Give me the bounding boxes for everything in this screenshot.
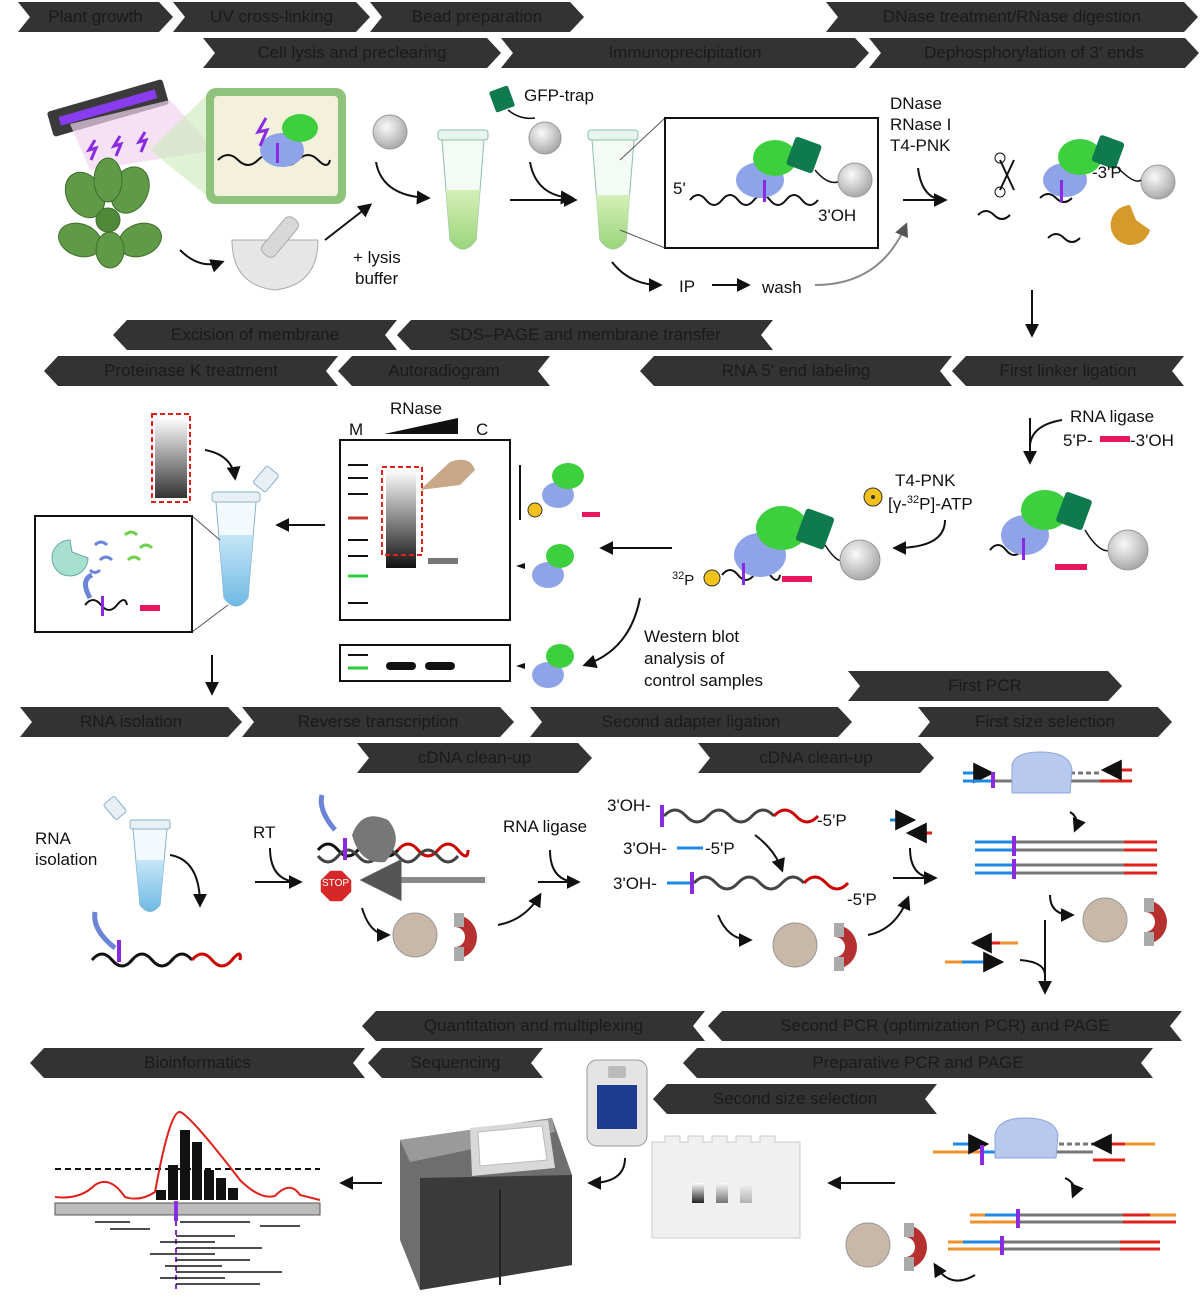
stage-first-pcr: First PCR bbox=[848, 671, 1122, 701]
label-three-oh: 3'OH bbox=[818, 206, 857, 225]
second-primers-icon bbox=[945, 932, 1018, 973]
second-pcr-products-icon bbox=[948, 1209, 1176, 1255]
label-p5-bot: -5'P bbox=[847, 890, 877, 909]
label-lysis-buffer-2: buffer bbox=[355, 269, 399, 288]
label-rnase-i: RNase I bbox=[890, 115, 952, 134]
label-gfp-trap: GFP-trap bbox=[524, 86, 594, 105]
stage-dephosphorylation: Dephosphorylation of 3' ends bbox=[869, 38, 1199, 68]
label-lysis-buffer-1: + lysis bbox=[353, 248, 401, 267]
label-ip: IP bbox=[679, 277, 696, 296]
excised-membrane-icon bbox=[151, 413, 191, 503]
label-rna-ligase: RNA ligase bbox=[1070, 407, 1155, 426]
linker-complex-icon bbox=[989, 490, 1149, 571]
labeled-complex-icon bbox=[703, 506, 881, 587]
label-three-p: -3'P bbox=[1092, 163, 1122, 182]
stage-bead-preparation: Bead preparation bbox=[370, 2, 584, 32]
label-atp: [γ-32P]-ATP bbox=[888, 494, 973, 514]
radioactive-icon bbox=[863, 487, 883, 507]
stage-rna-5-labeling: RNA 5' end labeling bbox=[640, 356, 952, 386]
first-pcr-icon bbox=[963, 751, 1132, 794]
digested-complex-icon bbox=[977, 135, 1176, 245]
stage-first-size-selection: First size selection bbox=[918, 707, 1172, 737]
mortar-icon bbox=[231, 216, 319, 291]
stage-sds-page: SDS–PAGE and membrane transfer bbox=[397, 320, 773, 350]
label-oh-mid: 3'OH- bbox=[623, 839, 667, 858]
label-t4-pnk: T4-PNK bbox=[890, 136, 951, 155]
stage-preparative-pcr: Preparative PCR and PAGE bbox=[683, 1048, 1153, 1078]
label-oh-bot: 3'OH- bbox=[613, 874, 657, 893]
blue-tube-icon bbox=[211, 465, 279, 607]
label-five-prime: 5' bbox=[673, 179, 686, 198]
label-wash: wash bbox=[762, 278, 802, 297]
magnetic-beads-icon-4 bbox=[845, 1222, 927, 1271]
stage-second-pcr: Second PCR (optimization PCR) and PAGE bbox=[708, 1011, 1182, 1041]
sequencer-icon bbox=[400, 1118, 572, 1290]
magnetic-beads-icon-2 bbox=[772, 922, 857, 971]
label-p5-mid: -5'P bbox=[705, 839, 735, 858]
tube-2-icon bbox=[587, 129, 639, 250]
label-rna-ligase-2: RNA ligase bbox=[503, 817, 588, 836]
stage-dnase-rnase: DNase treatment/RNase digestion bbox=[826, 2, 1198, 32]
bead-icon bbox=[372, 114, 408, 150]
primers-icon bbox=[890, 809, 932, 844]
linker-icon bbox=[1100, 436, 1130, 442]
stage-bioinformatics: Bioinformatics bbox=[30, 1048, 365, 1078]
stage-uv-crosslinking: UV cross-linking bbox=[173, 2, 370, 32]
ip-complex-box bbox=[664, 117, 879, 249]
label-linker-3oh: -3'OH bbox=[1130, 431, 1174, 450]
stage-sequencing: Sequencing bbox=[368, 1048, 543, 1078]
gfp-trap-icon bbox=[489, 85, 562, 155]
stage-cdna-cleanup-2: cDNA clean-up bbox=[698, 743, 934, 773]
stage-reverse-transcription: Reverse transcription bbox=[242, 707, 514, 737]
label-oh-top: 3'OH- bbox=[607, 796, 651, 815]
pcr-products-icon bbox=[975, 836, 1157, 879]
label-gel-rnase: RNase bbox=[390, 399, 442, 418]
label-western-2: analysis of bbox=[644, 649, 725, 668]
label-stop: STOP bbox=[322, 878, 350, 889]
stage-quantitation: Quantitation and multiplexing bbox=[362, 1011, 705, 1041]
stage-first-linker: First linker ligation bbox=[952, 356, 1184, 386]
proteinase-box bbox=[34, 515, 193, 633]
label-rt: RT bbox=[253, 823, 276, 842]
adapter-strands-icon bbox=[660, 805, 850, 894]
label-gel-c: C bbox=[476, 420, 489, 439]
label-t4-pnk-2: T4-PNK bbox=[895, 471, 956, 490]
stage-proteinase-k: Proteinase K treatment bbox=[44, 356, 338, 386]
magnetic-beads-icon-3 bbox=[1082, 897, 1167, 946]
plant-icon bbox=[58, 157, 162, 269]
label-gel-m: M bbox=[349, 420, 364, 439]
stage-rna-isolation: RNA isolation bbox=[20, 707, 242, 737]
label-western-1: Western blot bbox=[644, 627, 740, 646]
second-size-selection-icon bbox=[933, 1117, 1155, 1165]
quantitation-device-icon bbox=[586, 1059, 648, 1147]
rna-isolation-tube-icon bbox=[103, 796, 171, 912]
stage-immunoprecipitation: Immunoprecipitation bbox=[501, 38, 869, 68]
stage-excision-membrane: Excision of membrane bbox=[113, 320, 397, 350]
stage-plant-growth: Plant growth bbox=[18, 2, 173, 32]
page-gel-icon bbox=[651, 1135, 801, 1239]
western-blot bbox=[339, 644, 574, 688]
label-dnase: DNase bbox=[890, 94, 942, 113]
crosslink-zoom-box bbox=[206, 88, 346, 204]
stage-autoradiogram: Autoradiogram bbox=[338, 356, 550, 386]
small-complexes-icon bbox=[516, 463, 600, 588]
autoradiogram-gel bbox=[339, 418, 511, 621]
rt-complex-icon bbox=[316, 794, 470, 903]
stage-second-size-selection: Second size selection bbox=[653, 1084, 937, 1114]
coverage-plot-icon bbox=[54, 1111, 321, 1292]
magnetic-beads-icon-1 bbox=[392, 912, 477, 961]
label-rna-isolation-1: RNA bbox=[35, 829, 71, 848]
label-western-3: control samples bbox=[644, 671, 764, 690]
label-p5-top: -5'P bbox=[817, 811, 847, 830]
stage-second-adapter: Second adapter ligation bbox=[530, 707, 852, 737]
label-rna-isolation-2: isolation bbox=[35, 850, 98, 869]
stage-cdna-cleanup-1: cDNA clean-up bbox=[357, 743, 592, 773]
isolated-rna-icon bbox=[90, 911, 242, 968]
label-linker-5p: 5'P- bbox=[1063, 431, 1093, 450]
label-p32: 32P bbox=[672, 570, 695, 589]
tube-1-icon bbox=[437, 129, 489, 250]
stage-cell-lysis: Cell lysis and preclearing bbox=[203, 38, 501, 68]
zoom-triangle bbox=[150, 90, 212, 200]
